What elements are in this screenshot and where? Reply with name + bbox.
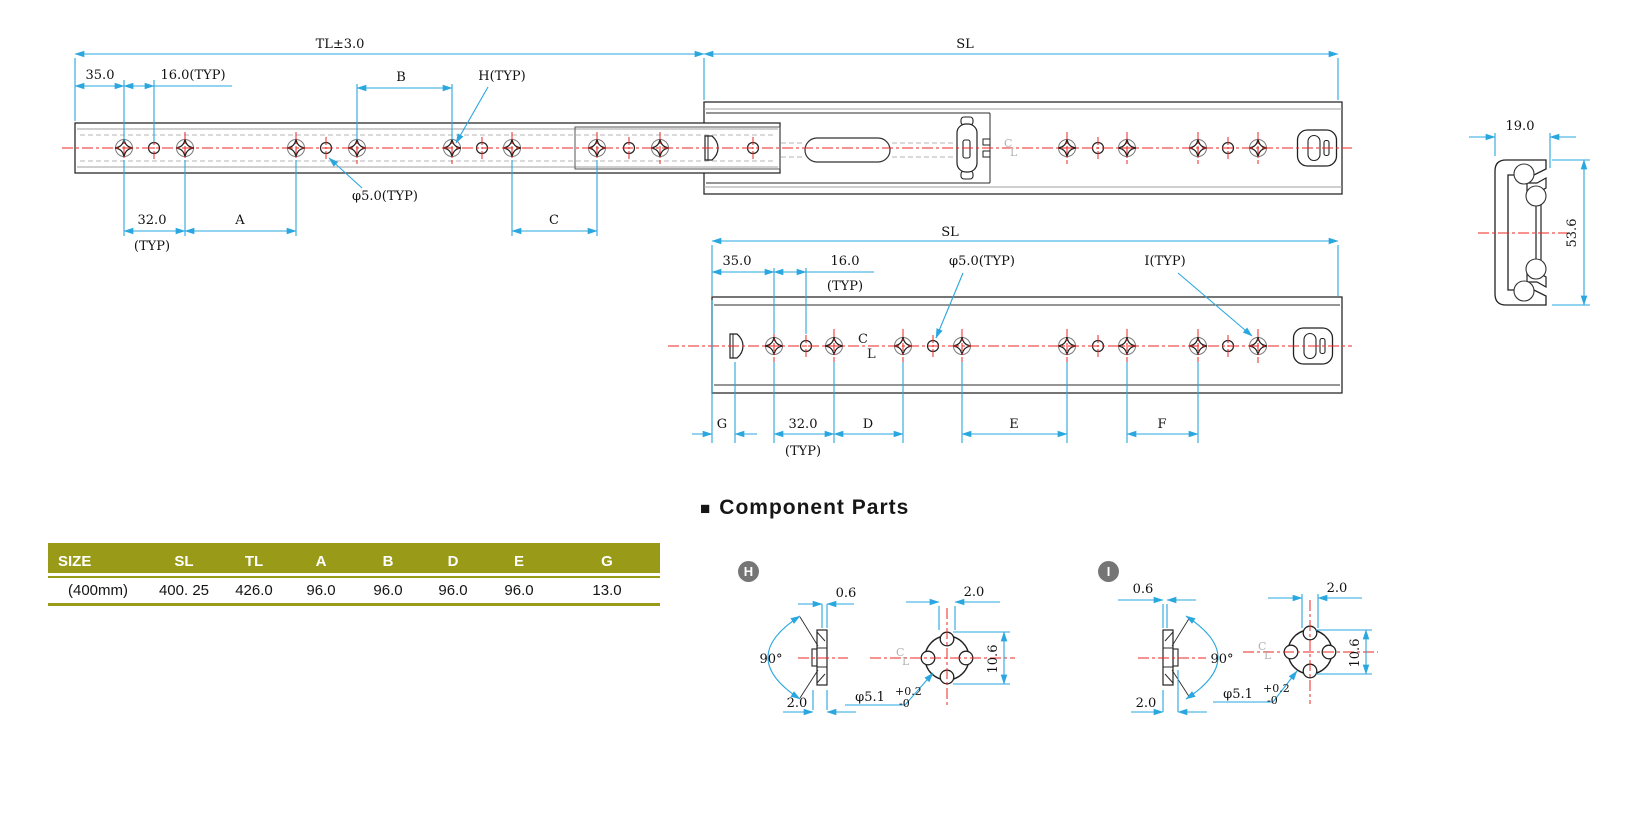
page-title: Component Parts	[719, 496, 910, 519]
component-parts-heading: ■ Component Parts	[700, 496, 909, 520]
dim-label-f: F	[1157, 417, 1166, 432]
part-h-detail: C L 0.6 90° 2.0 2.0 10.6 φ5.1 +0.2 -0	[759, 585, 1015, 716]
svg-text:L: L	[867, 347, 876, 362]
dim-label-35: 35.0	[86, 68, 115, 83]
svg-text:L: L	[1010, 146, 1018, 159]
dim-label-tol-minus: -0	[899, 697, 910, 710]
cross-section-view: 19.0 53.6	[1469, 119, 1590, 306]
dim-label-20-top: 2.0	[1327, 581, 1348, 596]
dim-label-32-typ: (TYP)	[785, 444, 821, 459]
col-header-b: B	[382, 552, 394, 570]
dim-label-tol-plus: +0.2	[895, 685, 922, 698]
dim-label-32-typ: (TYP)	[134, 239, 170, 254]
dim-label-phi5: φ5.0(TYP)	[949, 254, 1015, 269]
dim-label-20-top: 2.0	[964, 585, 985, 600]
dim-label-phi51: φ5.1	[1223, 687, 1253, 702]
dim-label-16: 16.0(TYP)	[160, 68, 225, 83]
size-table: SIZE SL TL A B D E G (400mm) 400. 25 426…	[48, 543, 660, 606]
cell-tl: 426.0	[235, 582, 273, 599]
table-header-row: SIZE SL TL A B D E G	[48, 543, 660, 573]
dim-label-16: 16.0	[831, 254, 860, 269]
cell-a: 96.0	[306, 582, 336, 599]
dim-label-c: C	[549, 213, 559, 228]
dim-label-sl: SL	[956, 37, 974, 52]
table-separator-line	[48, 576, 660, 578]
dim-label-32: 32.0	[138, 213, 167, 228]
centerline-symbol: C	[1004, 137, 1012, 150]
cell-sl: 400. 25	[158, 582, 210, 599]
dim-label-sl: SL	[941, 225, 959, 240]
bottom-rail-drawing: C L SL 35.0 16.0 (TYP) φ5.0(TYP) I(TYP) …	[668, 225, 1352, 459]
cell-d: 96.0	[438, 582, 468, 599]
svg-text:L: L	[902, 655, 910, 668]
col-header-g: G	[601, 552, 613, 570]
table-bottom-line	[48, 603, 660, 606]
dim-label-106: 10.6	[1348, 639, 1363, 668]
dim-label-phi5: φ5.0(TYP)	[352, 189, 418, 204]
dim-label-width: 19.0	[1506, 119, 1535, 134]
dim-label-tol-minus: -0	[1267, 694, 1278, 707]
table-header-gap	[48, 573, 660, 576]
cell-e: 96.0	[504, 582, 534, 599]
dim-label-32: 32.0	[789, 417, 818, 432]
table-row: (400mm) 400. 25 426.0 96.0 96.0 96.0 96.…	[48, 578, 660, 603]
col-header-size: SIZE	[58, 552, 92, 570]
col-header-e: E	[513, 552, 524, 570]
cell-b: 96.0	[373, 582, 403, 599]
col-header-tl: TL	[244, 552, 264, 570]
centerline-symbol: C	[858, 332, 868, 347]
dim-label-16-typ: (TYP)	[827, 279, 863, 294]
part-i-detail: C L 0.6 90° 2.0 2.0 10.6 φ5.1 +0.2 -0	[1118, 581, 1378, 716]
centerline-symbol: C	[1258, 640, 1266, 653]
part-i-badge: I	[1098, 561, 1119, 582]
dim-label-phi51: φ5.1	[855, 690, 885, 705]
section-marker-icon: ■	[700, 498, 711, 518]
dim-label-i: I(TYP)	[1144, 254, 1185, 269]
dim-label-35: 35.0	[723, 254, 752, 269]
top-rail-drawing: C L TL±3.0 SL 35.0 16.0(TYP) B H(TYP) φ5…	[62, 37, 1352, 254]
dim-label-h: H(TYP)	[478, 69, 525, 84]
dim-label-tl: TL±3.0	[316, 37, 365, 52]
dim-label-g: G	[717, 417, 727, 432]
dim-label-b: B	[396, 70, 406, 85]
dim-label-90deg: 90°	[759, 652, 782, 667]
part-h-badge: H	[738, 561, 759, 582]
dim-label-06: 0.6	[1133, 582, 1154, 597]
svg-text:L: L	[1264, 649, 1272, 662]
col-header-d: D	[447, 552, 459, 570]
col-header-sl: SL	[174, 552, 194, 570]
dim-label-06: 0.6	[836, 586, 857, 601]
dim-label-106: 10.6	[986, 645, 1001, 674]
dim-label-20-side: 2.0	[787, 696, 808, 711]
dim-label-20-side: 2.0	[1136, 696, 1157, 711]
dim-label-tol-plus: +0.2	[1263, 682, 1290, 695]
ball-bearings	[1513, 163, 1547, 302]
dim-label-e: E	[1009, 417, 1019, 432]
cell-size: (400mm)	[67, 582, 128, 599]
col-header-a: A	[315, 552, 327, 570]
dim-label-d: D	[863, 417, 873, 432]
centerline-symbol: C	[896, 646, 904, 659]
dim-label-a: A	[234, 213, 245, 228]
cell-g: 13.0	[592, 582, 622, 599]
dim-label-90deg: 90°	[1210, 652, 1233, 667]
dim-label-height: 53.6	[1565, 219, 1580, 248]
